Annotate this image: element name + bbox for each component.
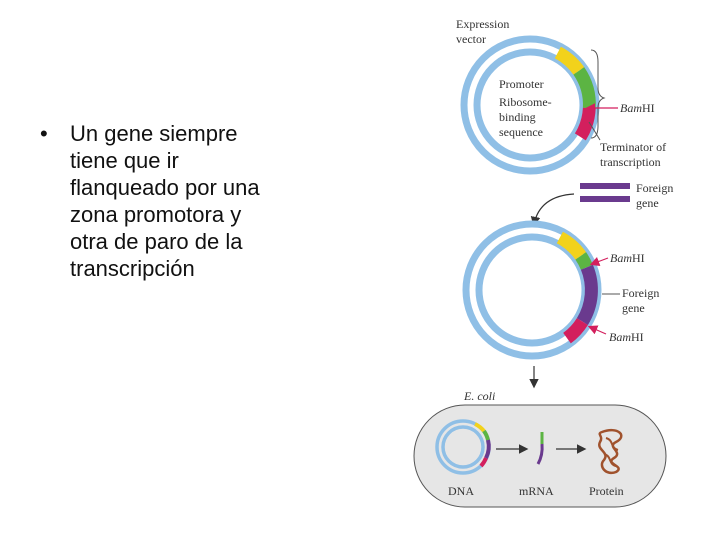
terminator-label-2: transcription (600, 155, 661, 169)
protein-inner-fold (603, 437, 619, 467)
foreign-gene-strand-1 (580, 183, 630, 189)
expression-vector-plasmid (460, 35, 618, 175)
bamhi-label-mid: BamHI (610, 251, 645, 265)
terminator-segment (574, 107, 596, 141)
terminator-segment (563, 318, 588, 344)
cell-foreign-gene-mark (484, 439, 491, 459)
vector-label-1: Expression (456, 17, 509, 31)
bullet-content: Un gene siempre tiene que ir flanqueado … (70, 120, 340, 282)
mrna-strand (536, 432, 544, 465)
foreign-gene-strand-2 (580, 196, 630, 202)
bullet-line-1: Un gene siempre (70, 121, 238, 146)
cell-plasmid (435, 419, 491, 475)
foreign-gene-label-2: gene (636, 196, 659, 210)
foreign-gene-label-1: Foreign (636, 181, 673, 195)
rbs-label-1: Ribosome- (499, 95, 552, 109)
cell-plasmid-inner-ring (441, 425, 485, 469)
insertion-arrow (530, 193, 575, 227)
dna-label: DNA (448, 484, 474, 498)
bamhi-label-top: BamHI (620, 101, 655, 115)
bullet-line-5: otra de paro de la (70, 229, 243, 254)
bamhi-label-low: BamHI (609, 330, 644, 344)
bamhi-arrow-mid (589, 256, 609, 266)
rbs-label-3: sequence (499, 125, 543, 139)
foreign-gene-mid-label-1: Foreign (622, 286, 659, 300)
bullet-line-4: zona promotora y (70, 202, 242, 227)
vector-label-2: vector (456, 32, 486, 46)
bullet-line-2: tiene que ir (70, 148, 179, 173)
recombinant-plasmid (462, 220, 620, 360)
bullet-dot: • (40, 121, 48, 146)
terminator-pointer (588, 121, 601, 141)
mrna-gene-part (536, 443, 544, 465)
plasmid-outer-ring (462, 220, 602, 360)
bullet-text-block: • Un gene siempre tiene que ir flanquead… (40, 120, 340, 282)
plasmid-outer-ring (460, 35, 600, 175)
protein-coil (598, 428, 623, 475)
rbs-segment (573, 67, 596, 109)
plasmid-inner-ring (475, 233, 589, 347)
bamhi-arrow-low (587, 325, 607, 335)
rbs-segment (575, 252, 593, 270)
promoter-bracket (590, 49, 606, 139)
protein-label: Protein (589, 484, 624, 498)
mrna-label: mRNA (519, 484, 554, 498)
promoter-label: Promoter (499, 77, 544, 91)
ecoli-label: E. coli (463, 389, 495, 403)
promoter-segment (556, 231, 587, 260)
foreign-gene-segment (576, 264, 598, 325)
cell-terminator-mark (479, 457, 488, 468)
bullet-item: • Un gene siempre tiene que ir flanquead… (40, 120, 340, 282)
protein-chain (598, 428, 623, 475)
rbs-label-2: binding (499, 110, 536, 124)
bullet-line-6: transcripción (70, 256, 195, 281)
bullet-line-3: flanqueado por una (70, 175, 260, 200)
foreign-gene-mid-label-2: gene (622, 301, 645, 315)
promoter-segment (554, 46, 585, 75)
cell-promoter-mark (474, 422, 486, 433)
cell-rbs-mark (482, 429, 490, 441)
terminator-label-1: Terminator of (600, 140, 666, 154)
